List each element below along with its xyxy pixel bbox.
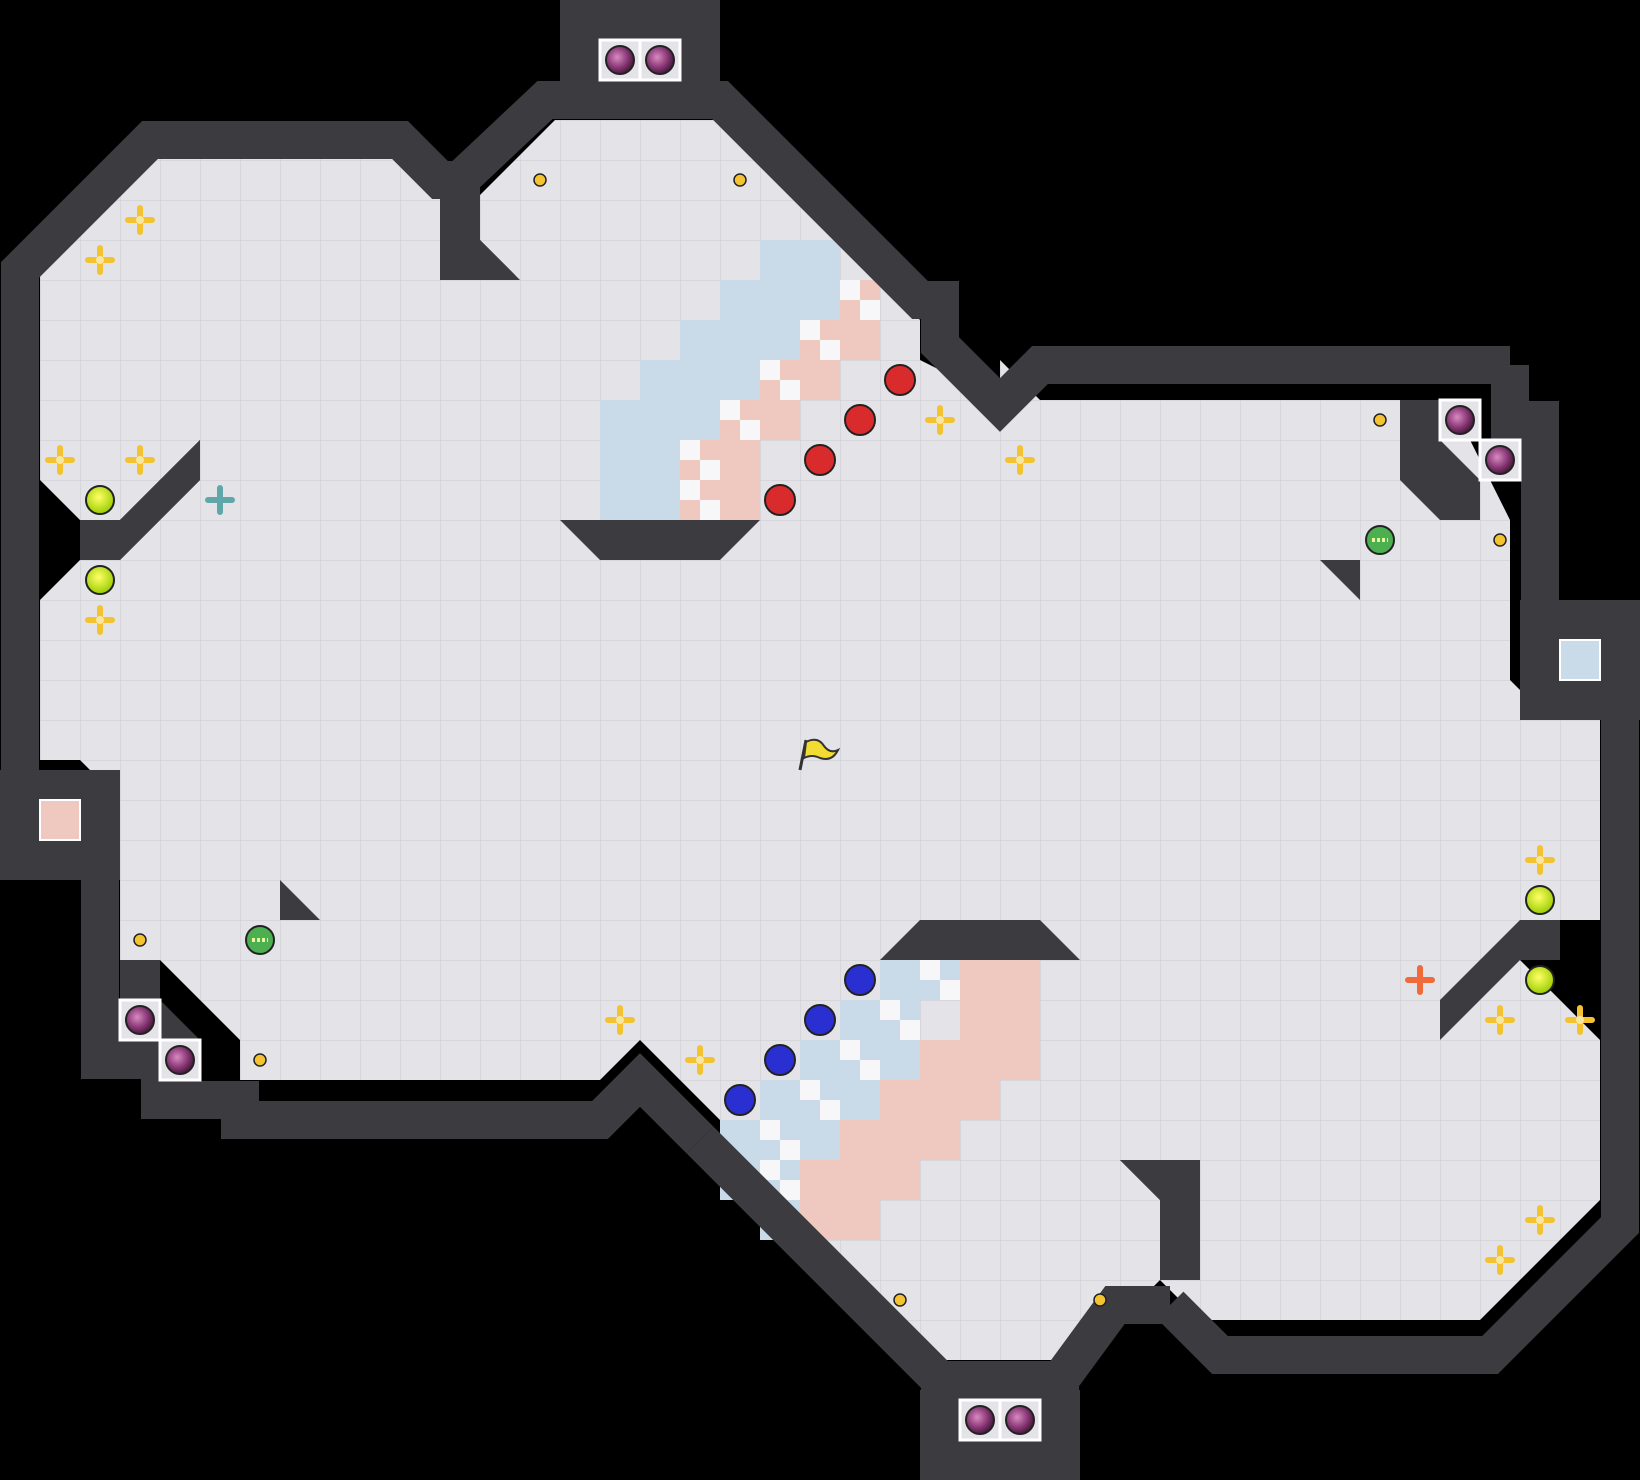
team-portals[interactable]	[39, 639, 1601, 841]
marker-dot	[533, 173, 547, 187]
boost-pad[interactable]	[605, 1005, 635, 1035]
checker-tiles	[680, 280, 960, 1200]
marker-dot	[1093, 1293, 1107, 1307]
marker-dot	[893, 1293, 907, 1307]
red-player[interactable]	[844, 404, 876, 436]
marker-dot	[733, 173, 747, 187]
boost-pad[interactable]	[125, 445, 155, 475]
boost-pad[interactable]	[85, 605, 115, 635]
bomb-tile[interactable]	[958, 1398, 1002, 1442]
marker-dot	[133, 933, 147, 947]
boost-pad-red[interactable]	[1405, 965, 1435, 995]
boost-pad[interactable]	[685, 1045, 715, 1075]
bomb-tile[interactable]	[118, 998, 162, 1042]
blue-player[interactable]	[804, 1004, 836, 1036]
boost-pad[interactable]	[85, 245, 115, 275]
powerup[interactable]	[85, 485, 115, 515]
boost-pad[interactable]	[1525, 1205, 1555, 1235]
powerups[interactable]	[85, 485, 1555, 995]
blue-player[interactable]	[764, 1044, 796, 1076]
marker-dot	[253, 1053, 267, 1067]
boost-pad[interactable]	[45, 445, 75, 475]
bomb-tile[interactable]	[598, 38, 642, 82]
bomb-tile[interactable]	[158, 1038, 202, 1082]
marker-dot	[1373, 413, 1387, 427]
bomb-tile[interactable]	[638, 38, 682, 82]
marker-dot	[1493, 533, 1507, 547]
bomb-tile[interactable]	[1438, 398, 1482, 442]
boost-pad-blue[interactable]	[205, 485, 235, 515]
red-portal	[39, 799, 81, 841]
bomb-tile[interactable]	[1478, 438, 1522, 482]
boost-pad[interactable]	[1565, 1005, 1595, 1035]
gate-buttons[interactable]	[245, 525, 1395, 955]
powerup[interactable]	[1525, 965, 1555, 995]
interior-walls	[80, 180, 1560, 1280]
powerup[interactable]	[1525, 885, 1555, 915]
boost-pad[interactable]	[125, 205, 155, 235]
neutral-flag[interactable]	[798, 738, 841, 771]
small-markers	[133, 173, 1507, 1307]
red-team-players[interactable]	[764, 364, 916, 516]
bomb-tiles[interactable]	[118, 38, 1522, 1442]
boost-pad[interactable]	[1485, 1005, 1515, 1035]
gate-button[interactable]	[245, 925, 275, 955]
speed-boosts[interactable]	[45, 205, 1595, 1275]
boost-pad[interactable]	[1005, 445, 1035, 475]
gate-button[interactable]	[1365, 525, 1395, 555]
blue-team-players[interactable]	[724, 964, 876, 1116]
red-player[interactable]	[804, 444, 836, 476]
bomb-tile[interactable]	[998, 1398, 1042, 1442]
powerup[interactable]	[85, 565, 115, 595]
floor	[40, 120, 1600, 1360]
boost-pad[interactable]	[1525, 845, 1555, 875]
boost-pad[interactable]	[1485, 1245, 1515, 1275]
blue-player[interactable]	[844, 964, 876, 996]
blue-portal	[1559, 639, 1601, 681]
blue-player[interactable]	[724, 1084, 756, 1116]
boost-pad[interactable]	[925, 405, 955, 435]
red-player[interactable]	[764, 484, 796, 516]
red-player[interactable]	[884, 364, 916, 396]
